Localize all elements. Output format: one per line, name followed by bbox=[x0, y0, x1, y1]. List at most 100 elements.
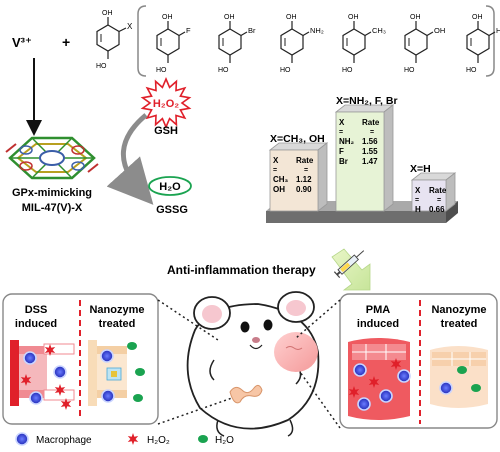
ligand-1-substituent: Br bbox=[248, 26, 256, 35]
macrophage-icon bbox=[357, 397, 371, 411]
ligand-2-substituent: NH₂ bbox=[310, 26, 324, 35]
left-a-line1: DSS bbox=[25, 304, 48, 316]
rate-block-0-col-x: X bbox=[273, 156, 279, 165]
macrophage-icon bbox=[23, 351, 37, 365]
mof-label-line1: GPx-mimicking bbox=[12, 187, 92, 199]
mof-structure bbox=[5, 136, 99, 180]
macrophage-icon bbox=[353, 363, 367, 377]
h2o-legend-icon bbox=[198, 435, 208, 443]
ligand-3-carboxyl-top: OH bbox=[348, 14, 359, 21]
rate-block-1-row-0-rate: 1.56 bbox=[362, 137, 378, 146]
water-drop-icon bbox=[471, 384, 481, 392]
rate-block-1-row-1-x: F bbox=[339, 147, 344, 156]
left-b-line1: Nanozyme bbox=[89, 304, 144, 316]
rate-block-2-eq-rate: = bbox=[437, 197, 441, 204]
ligand-2-carboxyl-bottom: HO bbox=[280, 67, 291, 74]
ligand-0-carboxyl-top: OH bbox=[162, 14, 173, 21]
h2o2-label: H₂O₂ bbox=[153, 98, 179, 110]
right-b-line2: treated bbox=[441, 318, 478, 330]
legend-h2o2: H₂O₂ bbox=[147, 435, 170, 446]
legend-h2o: H₂O bbox=[215, 435, 234, 446]
h2o2-star-icon bbox=[54, 384, 66, 396]
h2o-oval bbox=[148, 176, 192, 196]
ligand-4-carboxyl-bottom: HO bbox=[404, 67, 415, 74]
bracket-right bbox=[485, 5, 495, 77]
right-b-line1: Nanozyme bbox=[431, 304, 486, 316]
therapy-label: Anti-inflammation therapy bbox=[167, 263, 316, 277]
carboxyl-bottom: HO bbox=[96, 63, 107, 70]
mouse-illustration bbox=[186, 291, 320, 437]
rate-block-1-col-x: X bbox=[339, 118, 345, 127]
rate-block-0-row-1-x: OH bbox=[273, 185, 285, 194]
rate-block-1-row-2-rate: 1.47 bbox=[362, 157, 378, 166]
h2o2-star-icon bbox=[368, 376, 380, 388]
left-panel-markers bbox=[20, 342, 145, 410]
rate-block-2-row-0-rate: 0.66 bbox=[429, 205, 445, 214]
right-a-line2: induced bbox=[357, 318, 399, 330]
rate-block-2-row-0-x: H bbox=[415, 205, 421, 214]
cycle-arrow bbox=[106, 113, 154, 205]
rate-block-2-col-rate: Rate bbox=[429, 186, 447, 195]
macrophage-icon bbox=[397, 369, 411, 383]
macrophage-icon bbox=[101, 389, 115, 403]
substituent-x: X bbox=[127, 22, 133, 31]
ligand-2-carboxyl-top: OH bbox=[286, 14, 297, 21]
rate-block-0-row-0-x: CH₃ bbox=[273, 175, 289, 184]
water-drop-icon bbox=[135, 368, 145, 376]
syringe-icon bbox=[333, 250, 365, 279]
h2o2-star-icon bbox=[390, 358, 402, 370]
ligand-5-substituent: H bbox=[496, 26, 500, 35]
callout-left-bottom bbox=[157, 397, 233, 425]
ligand-3-substituent: CH₃ bbox=[372, 26, 386, 35]
left-a-line2: induced bbox=[15, 318, 57, 330]
right-a-line1: PMA bbox=[366, 304, 391, 316]
rate-block-1-row-2-x: Br bbox=[339, 157, 348, 166]
rate-block-1-row-0-x: NH₂ bbox=[339, 137, 355, 146]
rate-block-0-eq-rate: = bbox=[304, 167, 308, 174]
rate-block-2-col-x: X bbox=[415, 186, 421, 195]
rate-block-2-title: X=H bbox=[410, 163, 431, 175]
rate-block-2-eq-x: = bbox=[415, 197, 419, 204]
water-drop-icon bbox=[127, 342, 137, 350]
ligand-4-substituent: OH bbox=[434, 26, 445, 35]
metal-ion: V³⁺ bbox=[12, 35, 32, 50]
treated-skin-tissue bbox=[430, 346, 488, 408]
legend: Macrophage H₂O₂ H₂O bbox=[15, 432, 234, 446]
rate-block-1-row-1-rate: 1.55 bbox=[362, 147, 378, 156]
gsh-label: GSH bbox=[154, 125, 178, 137]
right-panel-markers bbox=[348, 358, 481, 411]
bracket-left bbox=[137, 5, 147, 77]
macrophage-icon bbox=[53, 365, 67, 379]
macrophage-icon bbox=[379, 389, 393, 403]
ligand-0-carboxyl-bottom: HO bbox=[156, 67, 167, 74]
macrophage-icon bbox=[100, 349, 114, 363]
callout-left-top bbox=[157, 299, 219, 341]
water-drop-icon bbox=[457, 366, 467, 374]
rate-block-0-row-0-rate: 1.12 bbox=[296, 175, 312, 184]
rate-block-1-title: X=NH₂, F, Br bbox=[336, 95, 398, 107]
macrophage-icon bbox=[439, 381, 453, 395]
ligand-5-carboxyl-top: OH bbox=[472, 14, 483, 21]
plus-sign: + bbox=[62, 34, 70, 50]
h2o2-star-icon bbox=[348, 386, 360, 398]
legend-macrophage: Macrophage bbox=[36, 435, 92, 446]
rate-block-1-col-rate: Rate bbox=[362, 118, 380, 127]
h2o2-star-icon bbox=[44, 344, 56, 356]
macrophage-icon bbox=[29, 391, 43, 405]
h2o2-star-icon bbox=[20, 374, 32, 386]
rate-block-0-row-1-rate: 0.90 bbox=[296, 185, 312, 194]
ligand-1-carboxyl-top: OH bbox=[224, 14, 235, 21]
left-b-line2: treated bbox=[99, 318, 136, 330]
